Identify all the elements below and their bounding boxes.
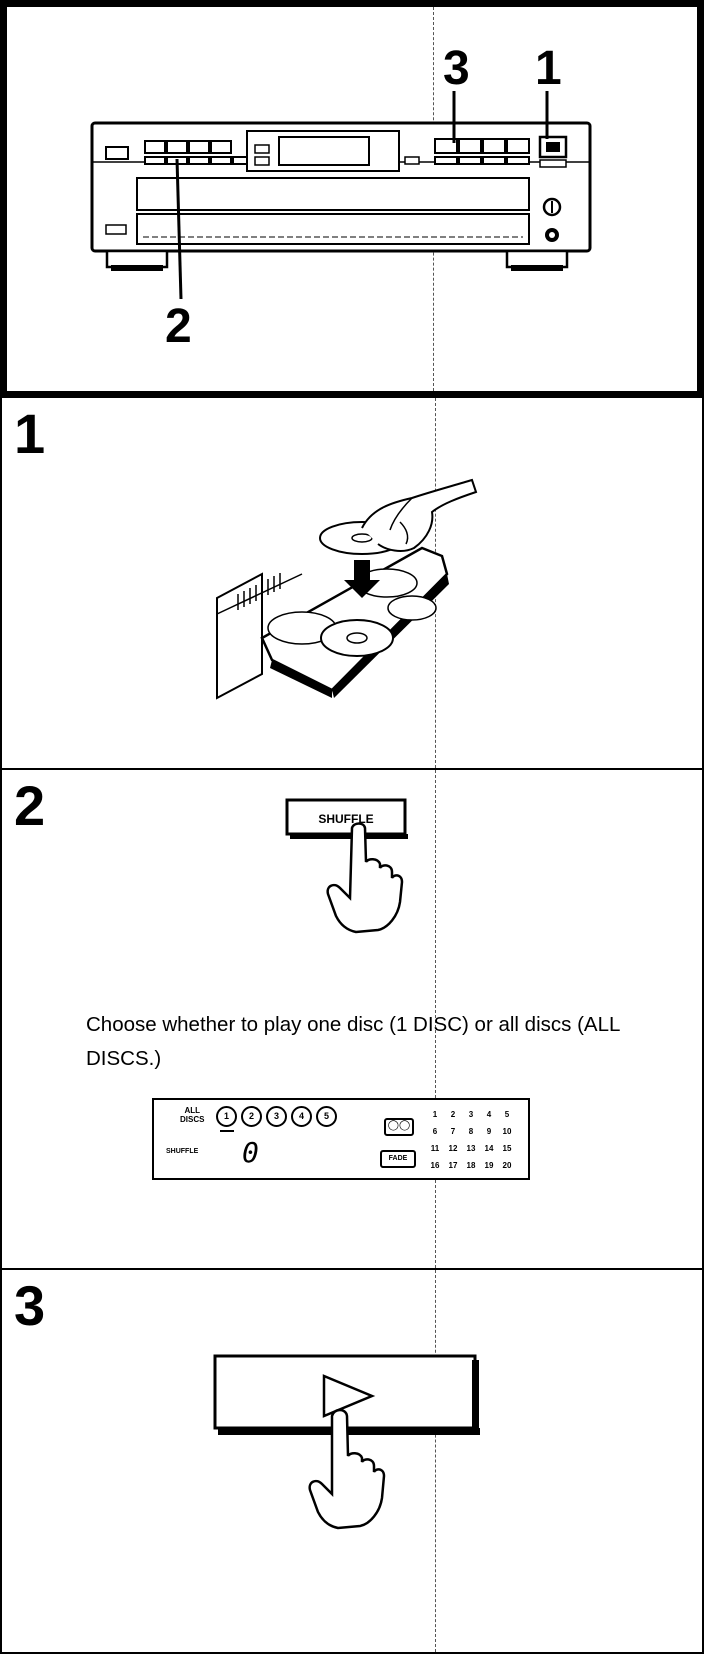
play-icon [322, 1374, 376, 1418]
cd-player-illustration [90, 91, 592, 300]
callout-1: 1 [535, 42, 562, 95]
callout-2: 2 [165, 300, 192, 353]
shuffle-button-label: SHUFFLE [318, 812, 373, 826]
fade-indicator: FADE [380, 1150, 416, 1168]
tape-icon: ◯◯ [384, 1118, 414, 1136]
step-2-instruction: Choose whether to play one disc (1 DISC)… [86, 1013, 620, 1070]
shuffle-press-illustration: SHUFFLE [285, 798, 408, 934]
callout-3: 3 [443, 42, 470, 95]
play-press-illustration [213, 1354, 480, 1530]
disc-indicator-3: 3 [266, 1106, 287, 1127]
disc-indicator-4: 4 [291, 1106, 312, 1127]
disc-indicators: 1 2 3 4 5 [216, 1106, 337, 1127]
disc-indicator-5: 5 [316, 1106, 337, 1127]
guide-line [435, 770, 436, 1268]
guide-line [435, 1270, 436, 1652]
all-discs-indicator: ALL DISCS [180, 1106, 205, 1124]
step-1-panel: 1 [0, 398, 704, 770]
disc-1-underline [220, 1130, 234, 1132]
shuffle-indicator: SHUFFLE [166, 1148, 199, 1155]
disc-loading-illustration [216, 478, 478, 700]
step-2-panel: 2 SHUFFLE Choose whether to play one dis… [0, 770, 704, 1270]
step-number: 2 [14, 774, 46, 837]
step-3-panel: 3 [0, 1270, 704, 1654]
disc-indicator-2: 2 [241, 1106, 262, 1127]
step-number: 1 [14, 402, 46, 465]
disc-indicator-1: 1 [216, 1106, 237, 1127]
seven-segment-digit: 0 [242, 1136, 259, 1169]
step-number: 3 [14, 1274, 46, 1337]
overview-panel: 3 1 2 [0, 0, 704, 398]
